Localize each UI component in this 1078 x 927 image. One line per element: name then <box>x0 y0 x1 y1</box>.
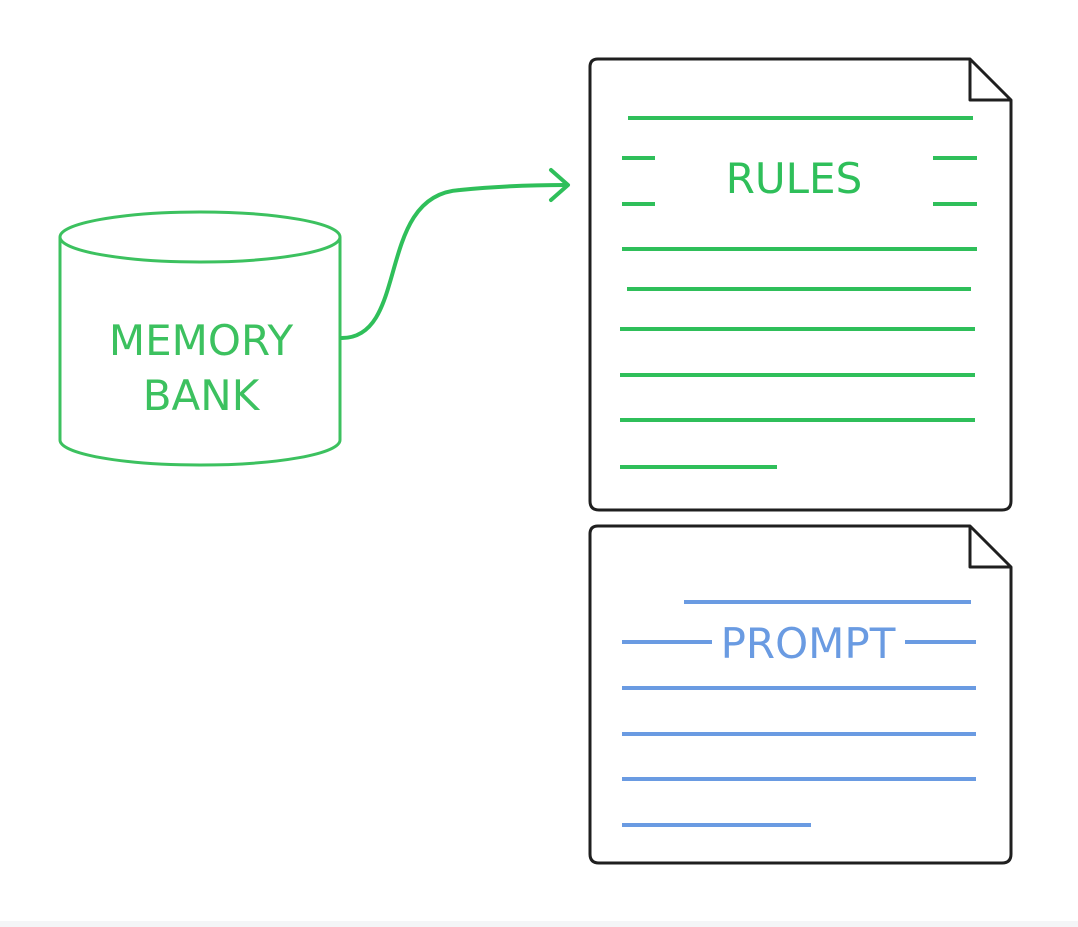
prompt-document-outline <box>588 524 1013 865</box>
prompt-text-lines <box>622 600 976 827</box>
memory-bank-label-line2: BANK <box>143 371 261 420</box>
cylinder-bottom <box>58 439 342 467</box>
prompt-document-fold-icon <box>968 526 1011 569</box>
memory-bank-label-line1: MEMORY <box>109 316 294 365</box>
arrowhead-icon <box>549 168 570 202</box>
rules-title: RULES <box>726 154 863 203</box>
rules-document: RULES <box>588 57 1013 512</box>
connector-arrow <box>340 168 570 340</box>
cylinder-top <box>58 210 342 264</box>
prompt-document: PROMPT <box>588 524 1013 865</box>
prompt-title: PROMPT <box>721 619 896 668</box>
rules-document-outline <box>588 57 1013 512</box>
rules-document-fold-icon <box>968 59 1011 102</box>
memory-bank-cylinder <box>58 210 342 467</box>
rules-text-lines <box>620 116 977 469</box>
connector-curve <box>340 183 568 340</box>
footer-strip <box>0 921 1078 927</box>
